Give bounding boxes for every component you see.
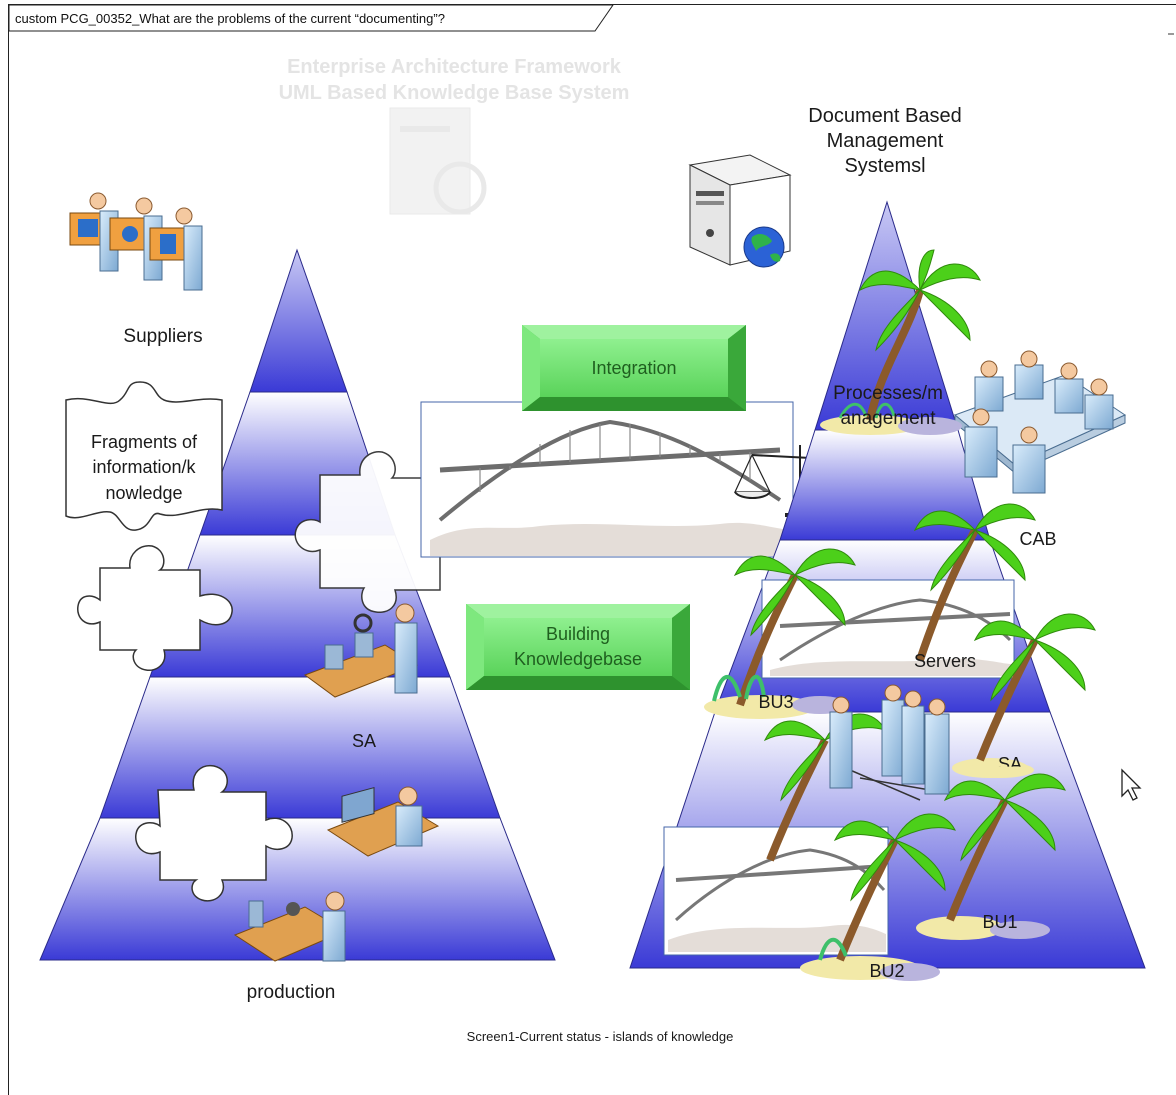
bridge-image (420, 401, 794, 558)
fragments-label-line1: Fragments of (90, 432, 198, 452)
palm-island-bu1 (916, 773, 1066, 940)
palm-island-bu2 (800, 813, 956, 981)
fragments-label-line3: nowledge (105, 483, 183, 503)
puzzle-piece-left (77, 545, 233, 672)
diagram-caption: Screen1-Current status - islands of know… (466, 1029, 734, 1044)
servers-label: Servers (913, 651, 976, 671)
integration-button-label: Integration (591, 357, 677, 378)
puzzle-piece-right (294, 450, 463, 614)
meeting-table-icon (954, 350, 1127, 494)
diagram-title: custom PCG_00352_What are the problems o… (15, 11, 445, 26)
dbms-heading-line3: Systemsl (844, 155, 926, 177)
fragments-label-line2: information/k (92, 457, 196, 477)
suppliers-icon (69, 192, 203, 291)
building-knowledgebase-button[interactable]: Building Knowledgebase (466, 604, 690, 690)
dbms-heading-line2: Management (826, 130, 944, 152)
processes-label-line2: anagement (840, 408, 936, 429)
watermark-line1: Enterprise Architecture Framework (287, 56, 621, 78)
suppliers-label: Suppliers (123, 326, 203, 347)
palm-island-top (820, 249, 981, 435)
bu2-label: BU2 (869, 961, 905, 981)
sa-label: SA (351, 731, 376, 751)
palm-island-cab (913, 503, 1036, 662)
sa-partial-label: SA (997, 754, 1022, 774)
integration-button-bevel (522, 325, 746, 411)
computer-worker-icon (326, 786, 440, 857)
building-button-text: Building Knowledgebase (514, 622, 642, 672)
building-button-line1: Building (545, 624, 611, 644)
integration-button[interactable]: Integration (522, 325, 746, 411)
cab-label: CAB (1019, 529, 1057, 549)
bu1-label: BU1 (982, 912, 1018, 932)
puzzle-piece-bottom (135, 764, 293, 902)
diagram-frame: custom PCG_00352_What are the problems o… (8, 4, 1176, 1095)
bu3-label: BU3 (758, 692, 794, 712)
watermark-line2: UML Based Knowledge Base System (278, 82, 630, 104)
production-label: production (246, 982, 336, 1003)
people-group-icon (829, 684, 950, 801)
server-icon (688, 154, 792, 268)
dbms-heading-line1: Document Based (808, 105, 962, 127)
fragments-document-shape (65, 381, 223, 531)
watermark-server-icon (389, 107, 487, 215)
building-button-bevel (466, 604, 690, 690)
bridge-image-small-upper (761, 579, 1015, 679)
production-worker-icon (233, 891, 347, 962)
sa-worker-icon (303, 603, 419, 698)
processes-label-line1: Processes/m (833, 383, 943, 404)
diagram-title-tab: custom PCG_00352_What are the problems o… (9, 5, 614, 32)
mouse-cursor-icon (1121, 768, 1142, 801)
building-button-line2: Knowledgebase (513, 649, 643, 669)
